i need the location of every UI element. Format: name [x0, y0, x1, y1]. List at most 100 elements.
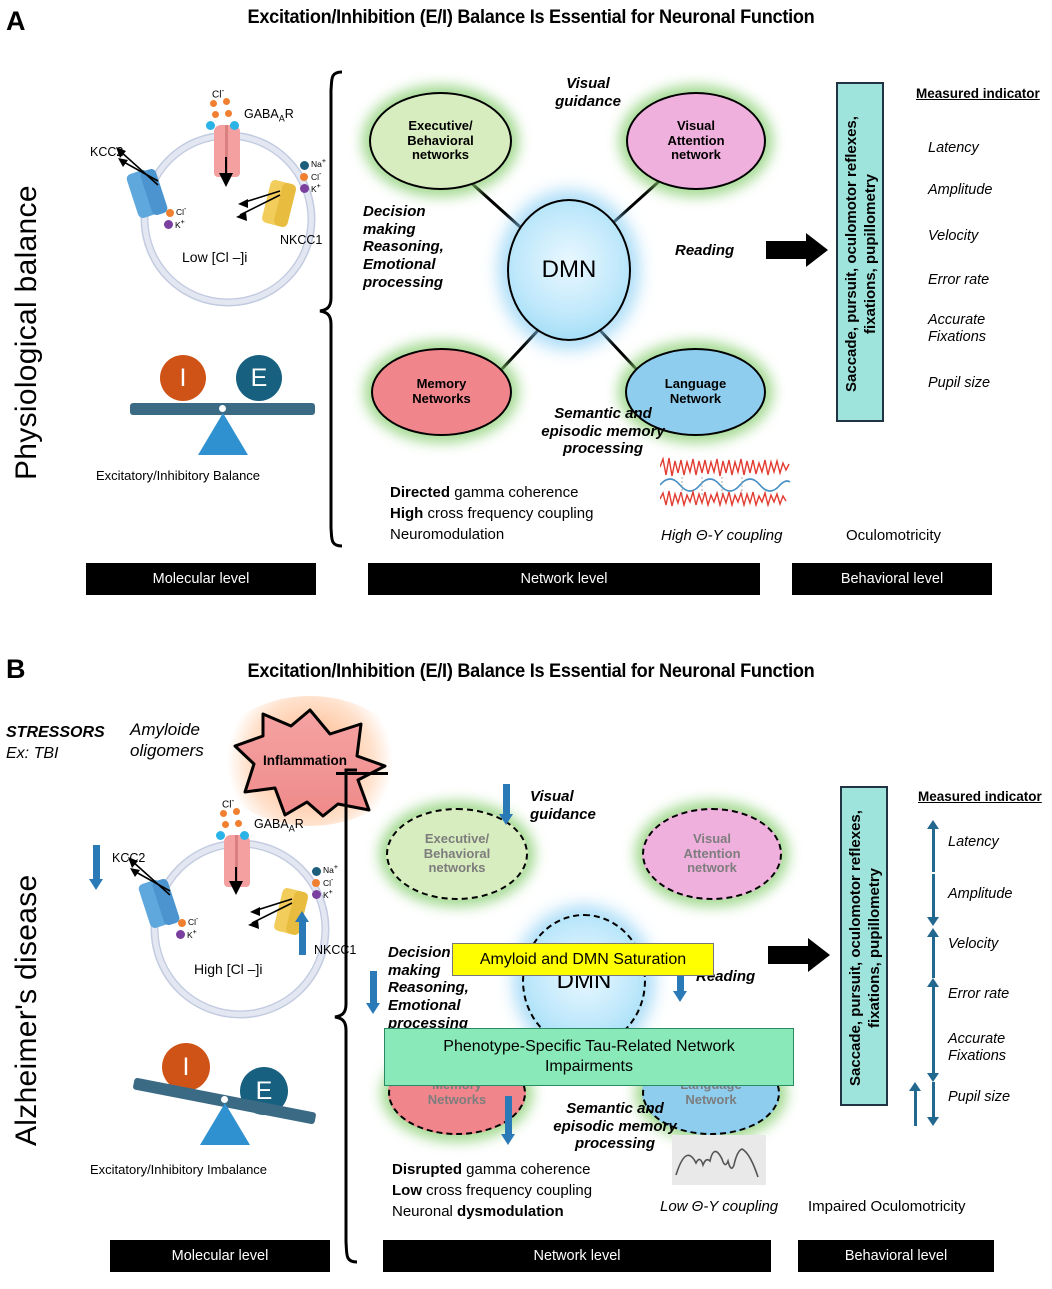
indicator-accurate-fixations-b: Accurate Fixations	[948, 1031, 1007, 1065]
semantic-down-arrow-icon	[500, 1096, 516, 1150]
scale-pivot	[219, 405, 226, 412]
indicator-amplitude-b: Amplitude	[948, 886, 1013, 902]
network-line-2-a: High cross frequency coupling	[390, 505, 594, 522]
ion-dot	[240, 831, 249, 840]
node-executive-behavioral: Executive/ Behavioral networks	[369, 92, 512, 190]
panel-b: B Excitation/Inhibition (E/I) Balance Is…	[0, 648, 1052, 1289]
node-memory: Memory Networks	[371, 348, 512, 436]
level-bar-network-a: Network level	[368, 563, 760, 595]
kcc2-label: KCC2	[90, 145, 124, 159]
indicator-arrow-velocity	[926, 928, 940, 978]
nkcc1-up-arrow-icon	[294, 911, 310, 957]
network-line-1-a: Directed gamma coherence	[390, 484, 579, 501]
tau-network-impairments-box: Phenotype-Specific Tau-Related Network I…	[384, 1028, 794, 1086]
inhibitory-ball: I	[162, 1043, 210, 1091]
note-decision-a: Decision making Reasoning, Emotional pro…	[363, 203, 444, 291]
reading-arrow-a	[766, 233, 828, 267]
balance-scale-b: I E	[120, 1043, 350, 1153]
network-line-3-b: Neuronal dysmodulation	[392, 1203, 564, 1220]
indicator-error-rate-b: Error rate	[948, 986, 1010, 1002]
ion-dot	[233, 808, 240, 815]
chloride-influx-arrow-icon	[229, 881, 243, 895]
node-language: Language Network	[625, 348, 766, 436]
ion-dot	[235, 820, 242, 827]
na-label: Na+	[323, 863, 339, 875]
nkcc1-arrows-icon	[248, 898, 293, 929]
gabaa-pore	[225, 125, 228, 177]
ion-dot	[300, 173, 308, 181]
network-line-2-b: Low cross frequency coupling	[392, 1182, 593, 1199]
ion-dot	[216, 831, 225, 840]
ion-dot	[222, 821, 229, 828]
indicator-arrow-accurate-fixations	[926, 1030, 940, 1082]
chloride-influx-arrow-icon	[219, 173, 233, 187]
ion-dot	[300, 184, 309, 193]
gabaa-label: GABAAR	[244, 107, 294, 124]
panel-a-title: Excitation/Inhibition (E/I) Balance Is E…	[247, 6, 815, 28]
network-bracket-b	[334, 768, 358, 1264]
cl-label: Cl-	[323, 876, 334, 888]
visual-guidance-down-arrow-icon	[498, 784, 514, 828]
network-line-3-a: Neuromodulation	[390, 526, 505, 543]
panel-a: A Excitation/Inhibition (E/I) Balance Is…	[0, 0, 1052, 612]
balance-caption-b: Excitatory/Inhibitory Imbalance	[90, 1162, 268, 1177]
node-dmn: DMN	[522, 914, 646, 1048]
indicator-velocity-b: Velocity	[948, 936, 999, 952]
oculomotricity-a: Oculomotricity	[846, 527, 942, 544]
note-decision-b: Decision making Reasoning, Emotional pro…	[388, 944, 469, 1032]
kcc2-down-arrow-icon	[88, 845, 104, 893]
cell-diagram-a: Cl- GABAAR KCC2 Cl- K+ NKCC1	[90, 85, 350, 315]
star-connector	[336, 772, 388, 775]
indicator-latency-b: Latency	[948, 834, 999, 850]
measured-indicator-title-a: Measured indicator	[916, 86, 1040, 101]
wave-caption-a: High Θ-Y coupling	[661, 527, 783, 544]
ion-dot	[312, 890, 321, 899]
node-visual-attention: Visual Attention network	[642, 808, 782, 900]
stressors-label: STRESSORS	[6, 724, 105, 741]
indicator-arrow-latency	[926, 820, 940, 872]
nkcc1-arrows-icon	[236, 190, 281, 221]
note-reading-a: Reading	[675, 242, 735, 259]
level-bar-behavioral-b: Behavioral level	[798, 1240, 994, 1272]
nkcc1-label: NKCC1	[280, 233, 323, 247]
scale-fulcrum	[198, 413, 248, 455]
cl-label: Cl-	[311, 170, 322, 182]
gabaa-label: GABAAR	[254, 817, 304, 834]
na-label: Na+	[311, 157, 327, 169]
ion-dot	[230, 121, 239, 130]
note-semantic-a: Semantic and episodic memory processing	[541, 405, 665, 458]
ion-dot	[312, 867, 321, 876]
ion-dot	[212, 111, 219, 118]
stressors-example: Ex: TBI	[6, 745, 59, 762]
amyloid-oligomers-label: Amyloide oligomers	[130, 720, 204, 760]
indicator-arrow-pupil-down	[926, 1082, 940, 1126]
cl-left-label: Cl-	[188, 915, 199, 927]
network-bracket-a	[319, 70, 343, 548]
note-semantic-b: Semantic and episodic memory processing	[553, 1100, 677, 1153]
behavior-box-text-b: Saccade, pursuit, oculomotor reflexes, f…	[847, 810, 883, 1086]
network-diagram-a: Executive/ Behavioral networks Visual At…	[355, 70, 795, 500]
measured-indicator-title-b: Measured indicator	[918, 789, 1042, 804]
k-label: K+	[311, 182, 321, 194]
indicator-arrow-error-rate	[926, 978, 940, 1030]
ion-dot	[312, 879, 320, 887]
indicator-velocity-a: Velocity	[928, 228, 979, 244]
network-diagram-b: Executive/ Behavioral networks Visual At…	[366, 776, 810, 1216]
behavior-box-a: Saccade, pursuit, oculomotor reflexes, f…	[836, 82, 884, 422]
inhibitory-ball: I	[160, 355, 206, 401]
kcc2-arrows-icon	[128, 857, 171, 896]
kcc2-arrows-icon	[116, 147, 159, 186]
inflammation-star: Inflammation	[215, 696, 405, 826]
oculomotricity-b: Impaired Oculomotricity	[808, 1198, 966, 1215]
scale-fulcrum	[200, 1103, 250, 1145]
indicator-pupil-size-a: Pupil size	[928, 375, 991, 391]
wave-caption-b: Low Θ-Y coupling	[660, 1198, 779, 1215]
amyloid-dmn-saturation-box: Amyloid and DMN Saturation	[452, 943, 714, 976]
panel-b-title: Excitation/Inhibition (E/I) Balance Is E…	[247, 660, 815, 682]
indicator-pupil-size-b: Pupil size	[948, 1089, 1011, 1105]
ion-dot	[206, 121, 215, 130]
intracellular-chloride-label: High [Cl –]i	[194, 961, 263, 977]
cl-left-label: Cl-	[176, 205, 187, 217]
note-visual-guidance-b: Visual guidance	[530, 788, 596, 823]
indicator-amplitude-a: Amplitude	[928, 182, 993, 198]
